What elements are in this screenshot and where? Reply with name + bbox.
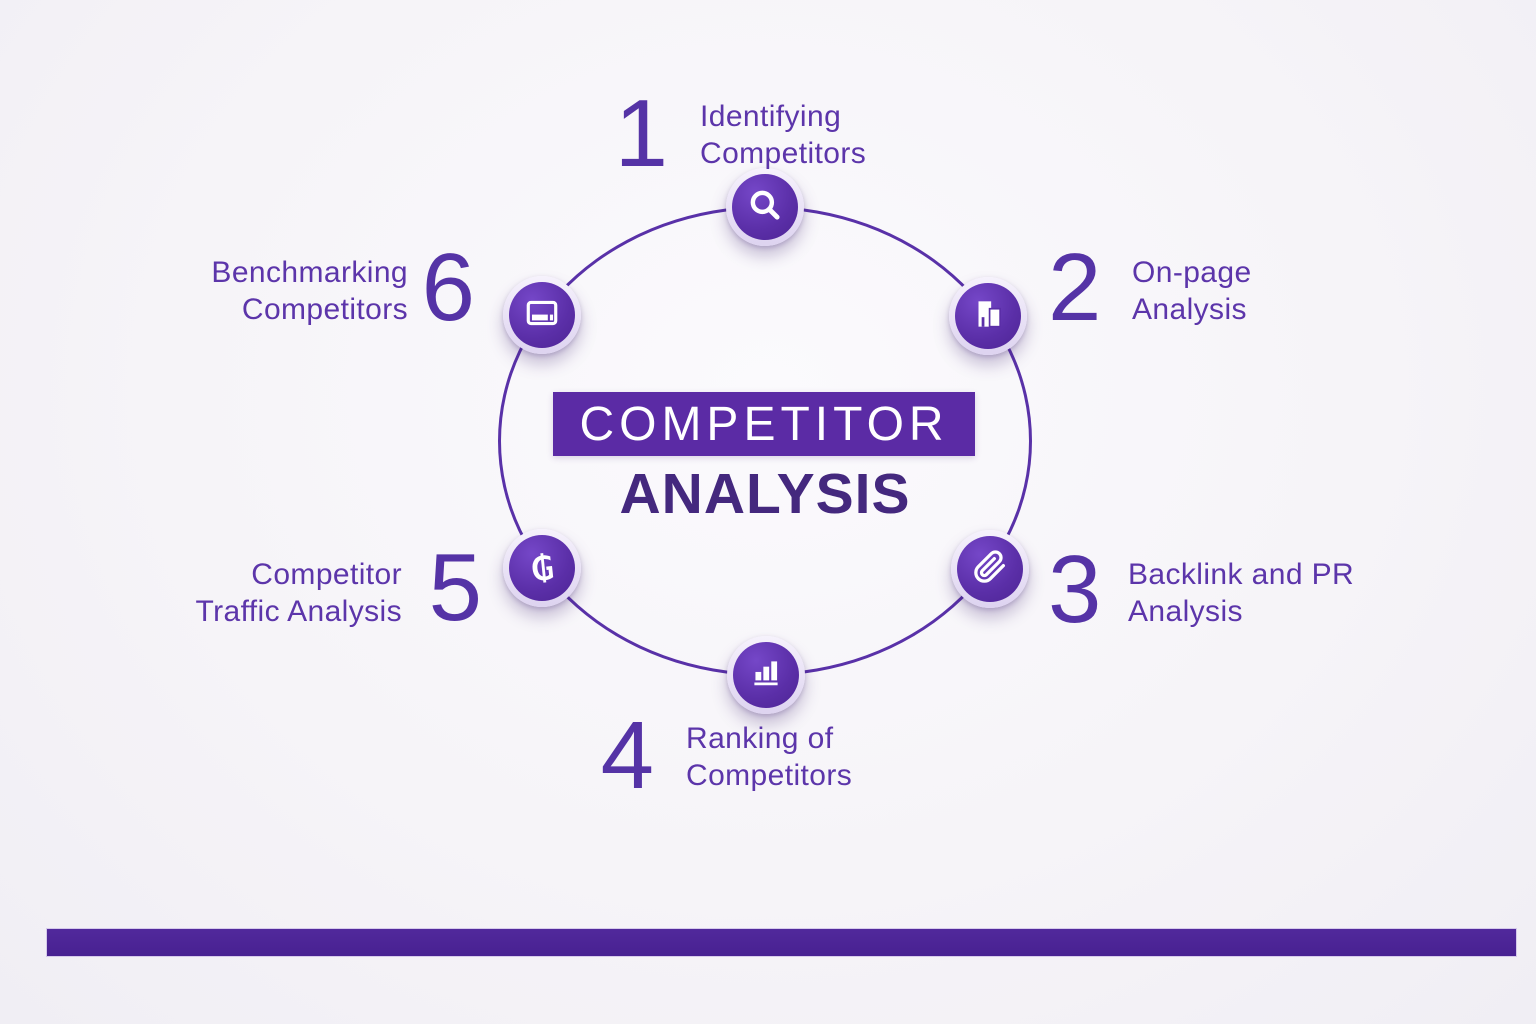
step-4-label: Ranking of Competitors: [686, 720, 852, 794]
step-1-label: Identifying Competitors: [700, 98, 866, 172]
title-banner: COMPETITOR: [553, 392, 975, 456]
step-4-label-line1: Ranking of: [686, 722, 834, 755]
step-1-label-line2: Competitors: [700, 137, 867, 170]
step-6-label-line2: Competitors: [241, 293, 408, 326]
step-3-label-line1: Backlink and PR: [1128, 558, 1355, 591]
step-2-node: [949, 277, 1027, 355]
step-5-node: ₲: [503, 529, 581, 607]
bar-chart-icon: [747, 654, 785, 697]
step-6-circle: [509, 282, 575, 348]
step-5-label-line2: Traffic Analysis: [195, 595, 402, 628]
paperclip-icon: [973, 549, 1007, 589]
step-3-number: 3: [1048, 536, 1101, 643]
step-1-circle: [732, 174, 798, 240]
step-1-label-line1: Identifying: [700, 100, 842, 133]
monitor-icon: [523, 294, 561, 337]
step-5-circle: ₲: [509, 535, 575, 601]
step-3-label: Backlink and PR Analysis: [1128, 556, 1354, 630]
step-2-number: 2: [1048, 234, 1101, 341]
step-1-number: 1: [614, 80, 668, 187]
step-6-node: [503, 276, 581, 354]
step-3-circle: [957, 536, 1023, 602]
step-3-label-line2: Analysis: [1128, 595, 1243, 628]
step-4-label-line2: Competitors: [686, 759, 853, 792]
page-icon: [969, 295, 1007, 338]
bottom-accent-bar: [47, 929, 1516, 956]
traffic-glyph-icon: ₲: [528, 547, 556, 589]
page-title: COMPETITOR: [579, 397, 949, 451]
step-6-label-line1: Benchmarking: [211, 256, 408, 289]
step-2-label-line1: On-page: [1132, 256, 1252, 289]
step-6-number: 6: [421, 234, 475, 341]
step-5-label: Competitor Traffic Analysis: [138, 556, 402, 630]
step-1-node: [726, 168, 804, 246]
page-subtitle: ANALYSIS: [619, 462, 911, 526]
search-icon: [746, 186, 784, 229]
step-2-circle: [955, 283, 1021, 349]
step-3-node: [951, 530, 1029, 608]
step-4-node: [727, 636, 805, 714]
step-5-label-line1: Competitor: [251, 558, 402, 591]
step-5-number: 5: [428, 534, 482, 641]
step-6-label: Benchmarking Competitors: [144, 254, 408, 328]
step-4-number: 4: [600, 702, 654, 809]
step-4-circle: [733, 642, 799, 708]
step-2-label-line2: Analysis: [1132, 293, 1247, 326]
step-2-label: On-page Analysis: [1132, 254, 1252, 328]
